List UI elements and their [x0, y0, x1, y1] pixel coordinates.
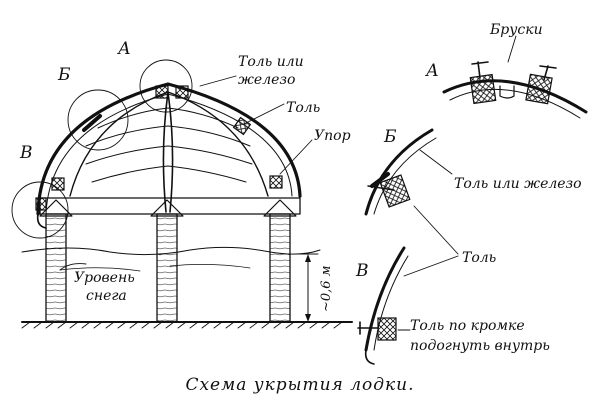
arched-cover	[36, 82, 302, 229]
callout-circles	[11, 59, 193, 239]
detail-a: А Бруски	[425, 22, 588, 119]
callout-label-v: В	[19, 143, 33, 163]
leader-lines	[59, 75, 313, 271]
inverted-boat	[69, 91, 269, 213]
ground	[21, 321, 353, 329]
arch-blocks	[35, 85, 283, 211]
detail-b: Б Толь или железо	[364, 127, 582, 216]
callout-label-a: А	[117, 39, 131, 59]
shared-tol-label: Толь	[403, 205, 496, 277]
label-height: ~0,6 м	[319, 266, 334, 312]
detail-v-label-line2: подогнуть внутрь	[410, 338, 550, 354]
detail-a-letter: А	[425, 61, 439, 81]
callout-label-b: Б	[57, 65, 71, 85]
height-dimension	[299, 253, 319, 323]
main-shelter-drawing: А Б В Толь или железо Толь Упор Уровень …	[11, 39, 353, 329]
detail-b-label: Толь или железо	[454, 176, 582, 192]
label-snega: снега	[86, 288, 127, 304]
detail-v: В Толь по кромке подогнуть внутрь	[355, 246, 550, 365]
label-uroven: Уровень	[74, 270, 135, 286]
support-posts	[39, 199, 297, 323]
detail-v-label-line1: Толь по кромке	[410, 318, 525, 334]
detail-a-label: Бруски	[489, 22, 543, 38]
detail-v-letter: В	[355, 261, 369, 281]
label-tol: Толь	[286, 100, 320, 116]
label-upor: Упор	[314, 128, 351, 144]
figure-caption: Схема укрытия лодки.	[185, 375, 414, 395]
label-zhelezo: железо	[238, 72, 295, 88]
shared-tol-text: Толь	[462, 250, 496, 266]
detail-b-letter: Б	[383, 127, 397, 147]
label-tol-ili: Толь или	[238, 54, 304, 70]
